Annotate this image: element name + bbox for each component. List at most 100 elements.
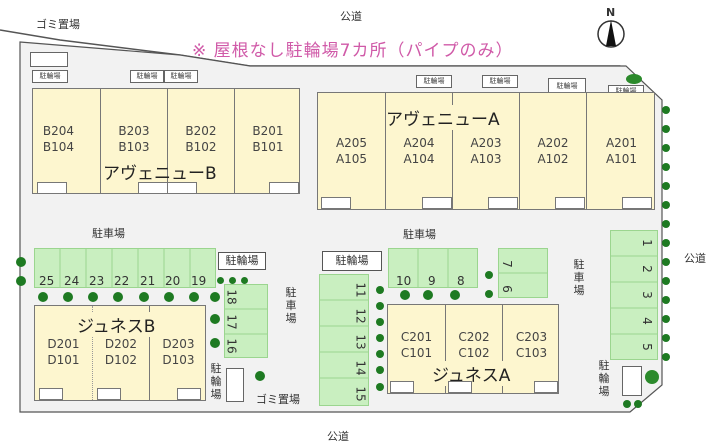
tree-icon bbox=[662, 144, 670, 152]
entrance bbox=[97, 388, 121, 400]
tree-icon bbox=[241, 277, 248, 284]
tree-icon bbox=[662, 277, 670, 285]
tree-icon bbox=[376, 334, 384, 342]
road-label-north: 公道 bbox=[340, 10, 362, 23]
tree-icon bbox=[376, 302, 384, 310]
tree-icon bbox=[210, 314, 220, 324]
tree-icon bbox=[217, 277, 224, 284]
bike-rack: 駐輪場 bbox=[482, 75, 518, 88]
parking-space-13: 13 bbox=[353, 334, 368, 350]
tree-icon bbox=[255, 371, 265, 381]
tree-icon bbox=[645, 370, 659, 384]
tree-icon bbox=[88, 292, 98, 302]
parking-space-11: 11 bbox=[353, 282, 368, 298]
tree-icon bbox=[16, 276, 26, 286]
parking-col-east bbox=[610, 230, 658, 360]
tree-icon bbox=[376, 318, 384, 326]
tree-icon bbox=[634, 400, 642, 408]
parking-space-2: 2 bbox=[639, 265, 654, 273]
tree-icon bbox=[229, 277, 236, 284]
parking-space-23: 23 bbox=[89, 274, 105, 288]
parking-space-20: 20 bbox=[165, 274, 181, 288]
building-name: アヴェニューA bbox=[386, 105, 500, 130]
tree-icon bbox=[662, 334, 670, 342]
parking-dividers bbox=[417, 248, 449, 288]
bicycle-rack-sw bbox=[226, 368, 244, 402]
tree-icon bbox=[662, 239, 670, 247]
bicycle-parking-west: 駐輪場 bbox=[218, 252, 266, 270]
parking-space-25: 25 bbox=[39, 274, 55, 288]
notice-title: ※ 屋根なし駐輪場7カ所（パイプのみ） bbox=[192, 41, 514, 61]
tree-icon bbox=[164, 292, 174, 302]
parking-space-24: 24 bbox=[64, 274, 80, 288]
tree-icon bbox=[662, 220, 670, 228]
bike-rack: 駐輪場 bbox=[130, 70, 164, 83]
parking-space-16: 16 bbox=[224, 338, 239, 354]
parking-space-15: 15 bbox=[353, 386, 368, 402]
entrance bbox=[448, 381, 472, 393]
garbage-label-south: ゴミ置場 bbox=[256, 393, 300, 406]
entrance bbox=[555, 197, 585, 209]
tree-icon bbox=[662, 125, 670, 133]
entrance bbox=[269, 182, 299, 194]
tree-icon bbox=[423, 290, 433, 300]
tree-icon bbox=[210, 338, 220, 348]
entrance bbox=[321, 197, 351, 209]
parking-space-17: 17 bbox=[224, 314, 239, 330]
parking-col-mid-west bbox=[224, 284, 268, 358]
tree-icon bbox=[485, 271, 493, 279]
parking-space-19: 19 bbox=[191, 274, 207, 288]
parking-space-21: 21 bbox=[140, 274, 156, 288]
compass-north-label: N bbox=[606, 6, 616, 19]
entrance bbox=[177, 388, 201, 400]
tree-icon bbox=[38, 292, 48, 302]
tree-icon bbox=[623, 400, 631, 408]
parking-space-1: 1 bbox=[639, 239, 654, 247]
parking-space-7: 7 bbox=[499, 260, 514, 268]
tree-icon bbox=[662, 258, 670, 266]
parking-space-5: 5 bbox=[639, 343, 654, 351]
bike-rack: 駐輪場 bbox=[164, 70, 198, 83]
entrance bbox=[488, 197, 518, 209]
compass: N bbox=[596, 6, 626, 54]
entrance bbox=[422, 197, 452, 209]
tree-icon bbox=[139, 292, 149, 302]
building-name: ジュネスB bbox=[77, 312, 156, 337]
bicycle-parking-center: 駐輪場 bbox=[322, 251, 382, 271]
entrance bbox=[138, 182, 168, 194]
parking-label-mid: 駐車場 bbox=[285, 286, 297, 325]
parking-dividers bbox=[610, 255, 658, 335]
tree-icon bbox=[376, 350, 384, 358]
tree-icon bbox=[485, 290, 493, 298]
bicycle-label-se: 駐輪場 bbox=[598, 359, 610, 398]
parking-space-9: 9 bbox=[428, 274, 436, 288]
parking-space-8: 8 bbox=[457, 274, 465, 288]
entrance bbox=[622, 197, 652, 209]
parking-space-12: 12 bbox=[353, 308, 368, 324]
garbage-label-nw: ゴミ置場 bbox=[36, 18, 80, 31]
tree-icon bbox=[662, 353, 670, 361]
parking-space-18: 18 bbox=[224, 289, 239, 305]
tree-icon bbox=[113, 292, 123, 302]
parking-space-14: 14 bbox=[353, 360, 368, 376]
road-label-east: 公道 bbox=[684, 252, 706, 265]
building-name: アヴェニューB bbox=[103, 164, 217, 184]
parking-label-center: 駐車場 bbox=[403, 228, 436, 241]
parking-space-10: 10 bbox=[396, 274, 412, 288]
parking-col-center bbox=[319, 274, 369, 406]
entrance bbox=[37, 182, 67, 194]
building-name: ジュネスA bbox=[432, 361, 511, 386]
